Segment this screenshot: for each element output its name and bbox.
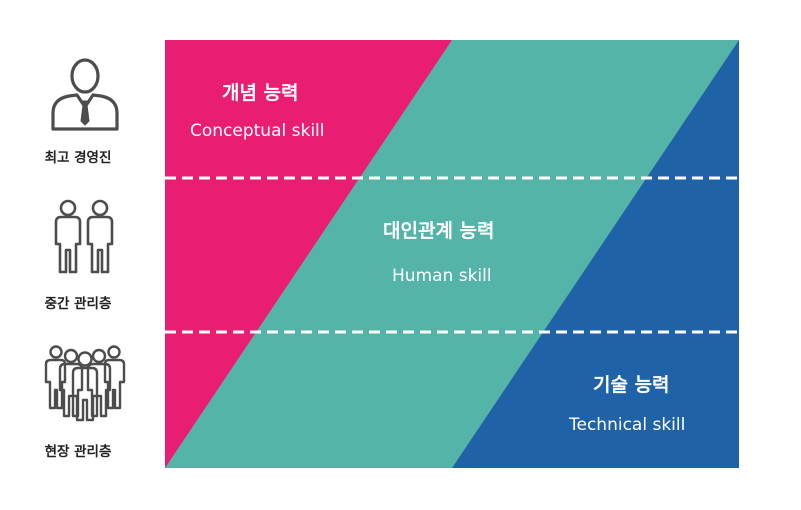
human-skill-korean: 대인관계 능력 xyxy=(383,220,495,242)
conceptual-skill-korean: 개념 능력 xyxy=(222,82,299,104)
technical-skill-english: Technical skill xyxy=(569,415,686,435)
single-person-icon xyxy=(51,58,119,131)
conceptual-skill-band xyxy=(165,40,452,468)
technical-skill-korean: 기술 능력 xyxy=(593,374,670,396)
group-people-icon xyxy=(44,345,126,422)
level-label-front-line-management: 현장 관리층 xyxy=(44,444,112,460)
conceptual-skill-english: Conceptual skill xyxy=(190,121,325,141)
two-people-icon xyxy=(54,199,114,274)
level-label-top-management: 최고 경영진 xyxy=(44,150,112,166)
human-skill-english: Human skill xyxy=(392,266,492,286)
level-label-middle-management: 중간 관리층 xyxy=(44,296,112,312)
technical-skill-band xyxy=(452,40,739,468)
